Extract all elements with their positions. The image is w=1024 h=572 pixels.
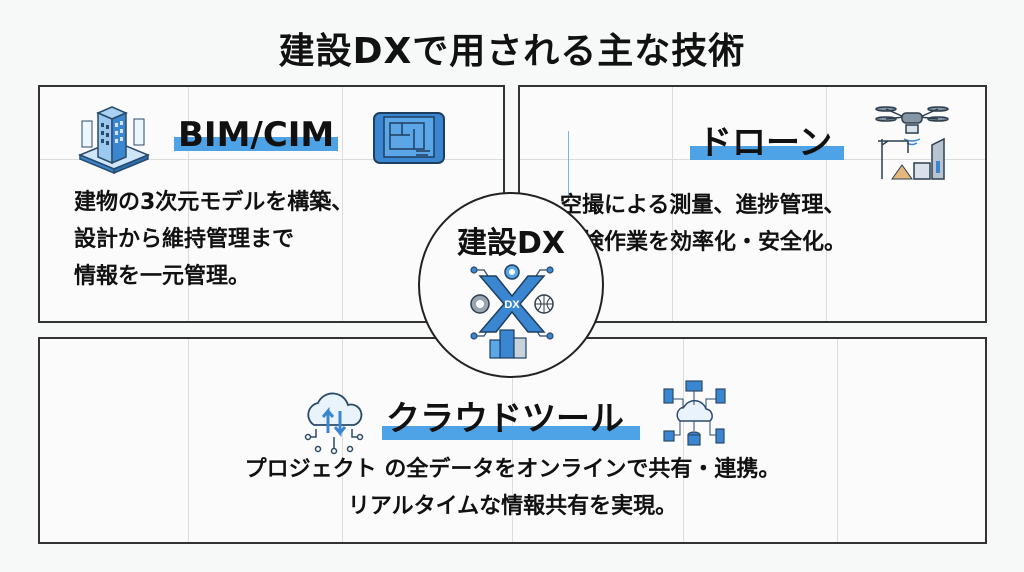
- drone-description: 空撮による測量、進捗管理、 点検作業を効率化・安全化。: [560, 187, 846, 261]
- grid-line: [672, 87, 673, 321]
- grid-line: [683, 339, 684, 542]
- description-line: 情報を一元管理。: [74, 264, 251, 289]
- grid-line: [188, 339, 189, 542]
- description-line: 空撮による測量、進捗管理、: [560, 193, 846, 218]
- description-line: プロジェクト の全データをオンラインで共有・連携。: [244, 457, 781, 482]
- cloud-tools-heading: クラウドツール: [382, 391, 640, 440]
- cloud-sync-icon: [304, 392, 364, 455]
- center-hub: 建設DX DX: [418, 192, 604, 378]
- page-title: 建設DXで用される主な技術: [278, 31, 746, 72]
- bim-cim-heading: BIM/CIM: [174, 115, 339, 155]
- grid-line: [342, 339, 343, 542]
- cloud-tools-description: プロジェクト の全データをオンラインで共有・連携。 リアルタイムな情報共有を実現…: [40, 451, 985, 525]
- drone-heading: ドローン: [690, 115, 845, 164]
- description-line: 設計から維持管理まで: [74, 227, 295, 252]
- grid-line: [188, 87, 189, 321]
- description-line: 点検作業を効率化・安全化。: [560, 230, 847, 255]
- grid-line: [512, 339, 513, 542]
- heading-highlight: [690, 146, 845, 160]
- dx-hub-icon: DX: [470, 264, 554, 359]
- blueprint-icon: [373, 112, 445, 164]
- heading-highlight: [382, 426, 640, 440]
- panel-bim-cim: BIM/CIM 建物の3次元モデルを構築、 設計から維持管理まで 情報を一元管理…: [38, 85, 505, 323]
- grid-line: [837, 339, 838, 542]
- drone-construction-icon: [875, 106, 949, 180]
- description-line: リアルタイムな情報共有を実現。: [347, 494, 678, 519]
- grid-line: [826, 87, 827, 321]
- bim-cim-description: 建物の3次元モデルを構築、 設計から維持管理まで 情報を一元管理。: [74, 184, 353, 295]
- heading-highlight: [174, 137, 339, 151]
- building-model-icon: [78, 106, 150, 175]
- grid-line: [40, 159, 503, 160]
- grid-line: [342, 87, 343, 321]
- accent-line: [568, 131, 569, 203]
- center-hub-label: 建設DX: [456, 226, 566, 261]
- description-line: 建物の3次元モデルを構築、: [74, 190, 354, 215]
- dx-icon-text: DX: [504, 299, 520, 311]
- cloud-network-icon: [663, 380, 726, 446]
